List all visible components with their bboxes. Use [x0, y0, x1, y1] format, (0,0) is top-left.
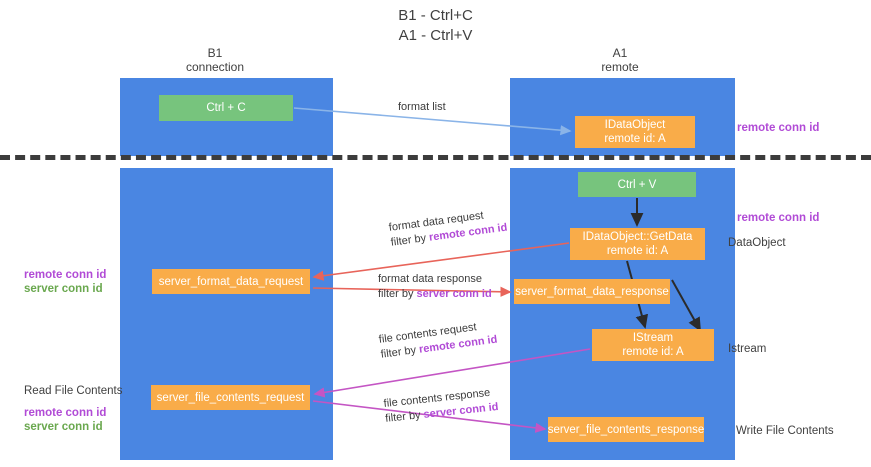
node-server-file-contents-request-label: server_file_contents_request — [156, 391, 305, 404]
label-remote-conn-id-mid-text: remote conn id — [737, 212, 820, 224]
node-ctrl-c[interactable]: Ctrl + C — [159, 95, 293, 121]
label-dataobject: DataObject — [728, 236, 786, 250]
edge-label-file-contents-request-prefix: filter by — [380, 343, 420, 361]
label-read-file-contents: Read File Contents — [24, 385, 123, 397]
label-conn-ids-middle-server: server conn id — [24, 283, 103, 295]
node-server-file-contents-response[interactable]: server_file_contents_response — [548, 417, 704, 442]
node-istream-title: IStream — [632, 332, 674, 344]
node-istream[interactable]: IStream remote id: A — [592, 329, 714, 361]
lane-b1-lower — [120, 168, 333, 460]
title-line-2: A1 - Ctrl+V — [398, 27, 473, 44]
node-server-file-contents-response-label: server_file_contents_response — [547, 423, 705, 436]
node-getdata-title: IDataObject::GetData — [582, 231, 693, 243]
edge-label-file-contents-response-prefix: filter by — [384, 408, 425, 425]
column-header-b1-name: B1 — [207, 46, 223, 60]
label-conn-ids-middle: remote conn id server conn id — [24, 268, 106, 296]
label-conn-ids-bottom-server: server conn id — [24, 421, 103, 433]
edge-label-format-data-response-prefix: filter by — [378, 288, 417, 300]
edge-label-file-contents-request: file contents request filter by remote c… — [378, 318, 498, 363]
node-server-format-data-request[interactable]: server_format_data_request — [152, 269, 310, 294]
column-header-b1-role: connection — [185, 60, 245, 74]
node-ctrl-v[interactable]: Ctrl + V — [578, 172, 696, 197]
label-istream-text: Istream — [728, 343, 767, 355]
column-header-b1: B1 connection — [155, 46, 275, 74]
diagram-title: B1 - Ctrl+C A1 - Ctrl+V — [0, 6, 871, 46]
label-istream: Istream — [728, 342, 766, 356]
title-line-1: B1 - Ctrl+C — [398, 7, 473, 24]
node-ctrl-v-label: Ctrl + V — [617, 178, 657, 191]
label-write-file-contents-text: Write File Contents — [736, 425, 834, 437]
edge-label-format-data-request: format data request filter by remote con… — [388, 206, 508, 251]
label-dataobject-text: DataObject — [728, 237, 786, 249]
label-remote-conn-id-mid: remote conn id — [737, 211, 819, 225]
edge-label-format-data-response: format data response filter by server co… — [378, 272, 492, 302]
label-remote-conn-id-top-text: remote conn id — [737, 122, 820, 134]
node-idataobject[interactable]: IDataObject remote id: A — [575, 116, 695, 148]
node-server-format-data-request-label: server_format_data_request — [158, 275, 304, 288]
node-server-format-data-response-label: server_format_data_response — [515, 285, 669, 298]
node-idataobject-subtitle: remote id: A — [604, 133, 666, 145]
node-idataobject-title: IDataObject — [604, 119, 666, 131]
node-istream-subtitle: remote id: A — [622, 346, 684, 358]
edge-label-format-data-response-line1: format data response — [378, 273, 482, 285]
label-remote-conn-id-top: remote conn id — [737, 121, 819, 135]
label-conn-ids-middle-remote: remote conn id — [24, 269, 107, 281]
label-conn-ids-bottom-remote: remote conn id — [24, 407, 107, 419]
node-idataobject-getdata[interactable]: IDataObject::GetData remote id: A — [570, 228, 705, 260]
node-getdata-subtitle: remote id: A — [606, 245, 669, 257]
column-header-a1: A1 remote — [560, 46, 680, 74]
edge-label-format-data-response-key: server conn id — [416, 288, 492, 300]
edge-label-format-list-text: format list — [398, 101, 446, 113]
node-server-file-contents-request[interactable]: server_file_contents_request — [151, 385, 310, 410]
edge-label-file-contents-response: file contents response filter by server … — [383, 385, 499, 427]
edge-label-format-list: format list — [398, 100, 446, 115]
label-write-file-contents: Write File Contents — [736, 424, 834, 438]
section-divider — [0, 155, 871, 160]
edge-label-format-data-response-line2: filter by server conn id — [378, 287, 492, 302]
column-header-a1-role: remote — [601, 60, 639, 74]
node-server-format-data-response[interactable]: server_format_data_response — [514, 279, 670, 304]
node-ctrl-c-label: Ctrl + C — [206, 102, 246, 114]
column-header-a1-name: A1 — [612, 46, 628, 60]
edge-label-format-data-request-prefix: filter by — [390, 231, 430, 249]
label-read-file-contents-group: Read File Contents remote conn id server… — [24, 384, 122, 434]
